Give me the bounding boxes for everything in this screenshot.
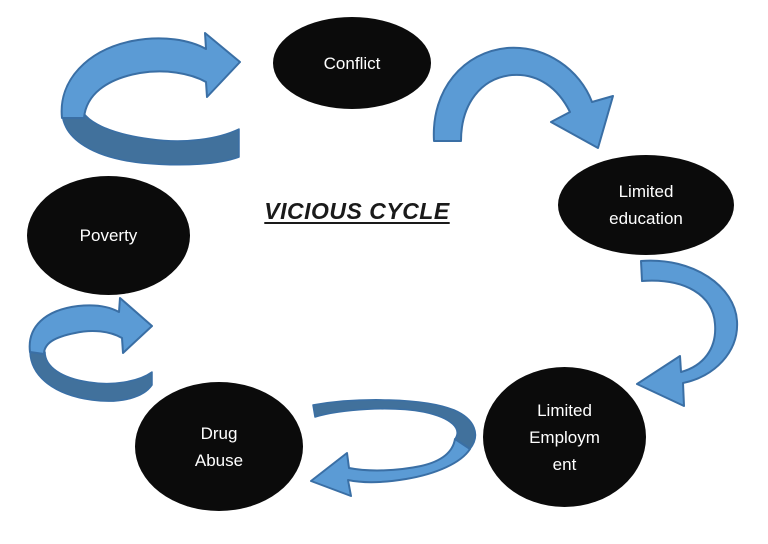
node-conflict: Conflict xyxy=(273,17,431,109)
arrow-poverty-to-conflict xyxy=(60,32,241,166)
arrow-underside xyxy=(312,399,477,450)
arrow-underside xyxy=(29,351,153,402)
node-label-line: education xyxy=(609,209,683,228)
arrow-limited-employment-to-drug-abuse xyxy=(310,399,477,497)
node-limited-education: Limited education xyxy=(558,155,734,255)
node-label-line: Limited xyxy=(537,400,592,420)
node-poverty: Poverty xyxy=(27,176,190,295)
node-label: Conflict xyxy=(323,53,381,73)
node-label-line: Abuse xyxy=(194,450,244,470)
arrow-body xyxy=(60,32,241,119)
node-label-line: Limited xyxy=(618,182,674,201)
arrow-conflict-to-limited-education xyxy=(432,46,614,149)
node-limited-employment: Limited Employm ent xyxy=(483,367,646,507)
arrow-body xyxy=(432,46,614,149)
node-label-line: ent xyxy=(552,454,577,474)
arrow-body xyxy=(310,438,471,497)
arrow-limited-education-to-limited-employment xyxy=(636,259,739,407)
node-label-line: Employm xyxy=(529,427,600,447)
arrow-body xyxy=(28,297,153,355)
node-label: Poverty xyxy=(79,226,138,245)
node-drug-abuse: Drug Abuse xyxy=(135,382,303,511)
arrow-underside xyxy=(61,103,240,166)
arrow-drug-abuse-to-poverty xyxy=(28,297,153,402)
arrow-body xyxy=(636,259,739,407)
node-label-line: Drug xyxy=(200,423,238,443)
diagram-title: VICIOUS CYCLE xyxy=(264,198,450,224)
